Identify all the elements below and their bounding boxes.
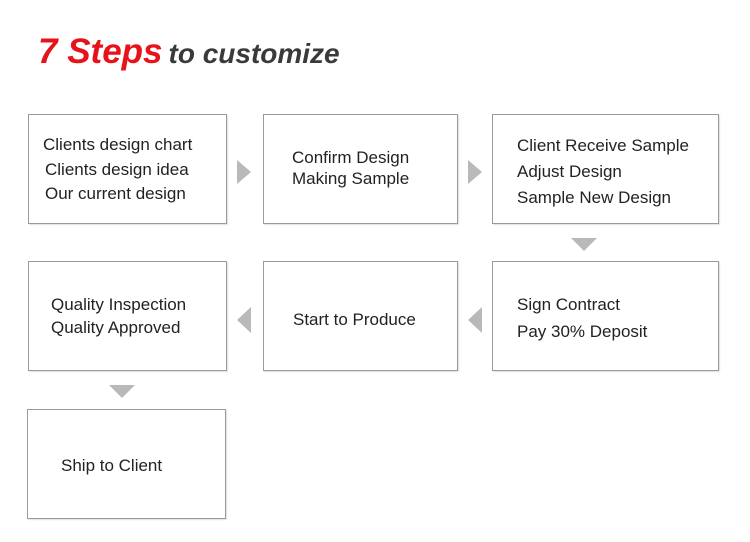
- step-box-2: Confirm Design Making Sample: [263, 114, 458, 224]
- step-3-line-2: Adjust Design: [517, 162, 622, 181]
- step-box-5: Start to Produce: [263, 261, 458, 371]
- step-4-line-2: Pay 30% Deposit: [517, 322, 648, 341]
- step-box-4: Sign Contract Pay 30% Deposit: [492, 261, 719, 371]
- arrow-down-icon: [571, 238, 597, 251]
- arrow-down-icon: [109, 385, 135, 398]
- title-steps-count: 7 Steps: [38, 32, 163, 71]
- arrow-left-icon: [237, 307, 251, 333]
- title-subtitle: to customize: [168, 38, 340, 69]
- step-6-line-2: Quality Approved: [51, 318, 181, 337]
- step-box-3: Client Receive Sample Adjust Design Samp…: [492, 114, 719, 224]
- step-3-line-1: Client Receive Sample: [517, 136, 689, 155]
- arrow-left-icon: [468, 307, 482, 333]
- step-4-line-1: Sign Contract: [517, 295, 620, 314]
- step-3-line-3: Sample New Design: [517, 188, 672, 207]
- arrow-right-icon: [468, 160, 482, 184]
- step-5-line-1: Start to Produce: [293, 310, 416, 329]
- step-box-1: Clients design chart Clients design idea…: [28, 114, 227, 224]
- step-box-7: Ship to Client: [27, 409, 226, 519]
- step-box-6: Quality Inspection Quality Approved: [28, 261, 227, 371]
- step-2-line-2: Making Sample: [292, 169, 410, 188]
- step-7-line-1: Ship to Client: [61, 456, 163, 475]
- step-2-line-1: Confirm Design: [292, 148, 410, 167]
- step-1-line-2: Clients design idea: [45, 160, 189, 179]
- step-6-line-1: Quality Inspection: [51, 295, 187, 314]
- step-1-line-1: Clients design chart: [43, 135, 193, 154]
- arrow-right-icon: [237, 160, 251, 184]
- step-1-line-3: Our current design: [45, 184, 186, 203]
